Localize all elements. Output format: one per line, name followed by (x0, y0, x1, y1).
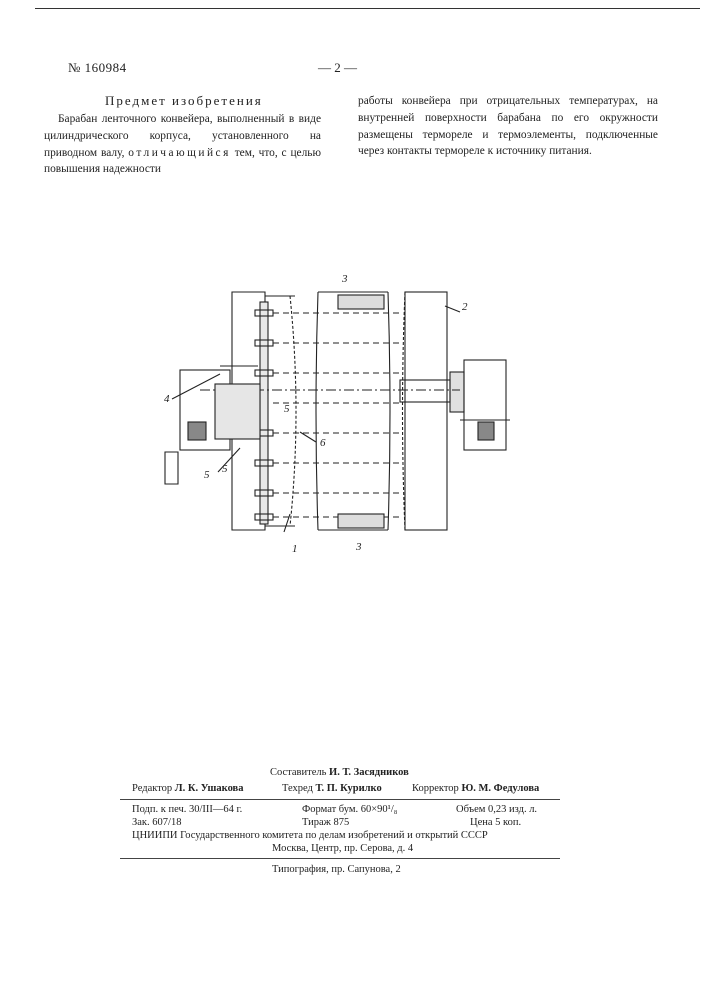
label-5b: 5 (222, 463, 228, 475)
institute: ЦНИИПИ Государственного комитета по дела… (132, 830, 488, 841)
editor-name: Л. К. Ушакова (175, 783, 244, 794)
claim-text-spaced: отличающийся (128, 147, 231, 159)
corrector-label: Корректор (412, 783, 459, 794)
techred-name: Т. П. Курилко (316, 783, 382, 794)
label-3-top: 3 (341, 273, 348, 285)
compiler-label: Составитель (270, 767, 326, 778)
left-bearing (215, 384, 260, 439)
corrector-line: Корректор Ю. М. Федулова (412, 783, 539, 794)
techred-label: Техред (282, 783, 313, 794)
top-rule (35, 8, 700, 9)
tie-rods (273, 313, 400, 517)
compiler-name: И. Т. Засядников (329, 767, 409, 778)
price: Цена 5 коп. (470, 817, 521, 828)
institute-address: Москва, Центр, пр. Серова, д. 4 (272, 843, 413, 854)
label-5c: 5 (284, 403, 290, 415)
printer: Типография, пр. Сапунова, 2 (272, 864, 401, 875)
techred-line: Техред Т. П. Курилко (282, 783, 382, 794)
page-number: — 2 — (318, 60, 357, 76)
label-4: 4 (164, 393, 170, 405)
right-nut (478, 422, 494, 440)
paper-format: Формат бум. 60×90¹/₈ (302, 804, 397, 815)
thermo-element-bottom (338, 514, 384, 528)
shaft-right (400, 380, 450, 402)
conveyor-drum-drawing: 1 2 3 3 4 5 5 5 6 (160, 262, 540, 562)
label-5a: 5 (204, 469, 210, 481)
middle-break-left (316, 292, 318, 530)
middle-break-right (388, 292, 390, 530)
claim-column-right: работы конвейера при отрицательных темпе… (358, 93, 658, 160)
thermo-element-top (338, 295, 384, 309)
left-support (165, 452, 178, 484)
left-flange (260, 302, 268, 524)
label-2: 2 (462, 301, 468, 313)
left-nut (188, 422, 206, 440)
signed-date: Подп. к печ. 30/III—64 г. (132, 804, 242, 815)
claim-heading: Предмет изобретения (105, 93, 263, 109)
label-1: 1 (292, 543, 298, 555)
colophon-rule-2 (120, 858, 560, 859)
compiler-line: Составитель И. Т. Засядников (270, 767, 409, 778)
label-6: 6 (320, 437, 326, 449)
claim-column-left: Барабан ленточного конвейера, выполненны… (44, 111, 321, 178)
left-shell-edges (265, 296, 295, 526)
patent-number: № 160984 (68, 60, 127, 76)
right-bearing (450, 372, 464, 412)
circulation: Тираж 875 (302, 817, 349, 828)
corrector-name: Ю. М. Федулова (461, 783, 539, 794)
leader-4 (172, 374, 220, 399)
editor-line: Редактор Л. К. Ушакова (132, 783, 243, 794)
right-shell (405, 292, 447, 530)
claim-text-continued: работы конвейера при отрицательных темпе… (358, 93, 658, 160)
colophon-rule-1 (120, 799, 560, 800)
editor-label: Редактор (132, 783, 172, 794)
left-shell-curve (290, 296, 296, 526)
volume: Объем 0,23 изд. л. (456, 804, 537, 815)
label-3-bottom: 3 (355, 541, 362, 553)
order-number: Зак. 607/18 (132, 817, 181, 828)
